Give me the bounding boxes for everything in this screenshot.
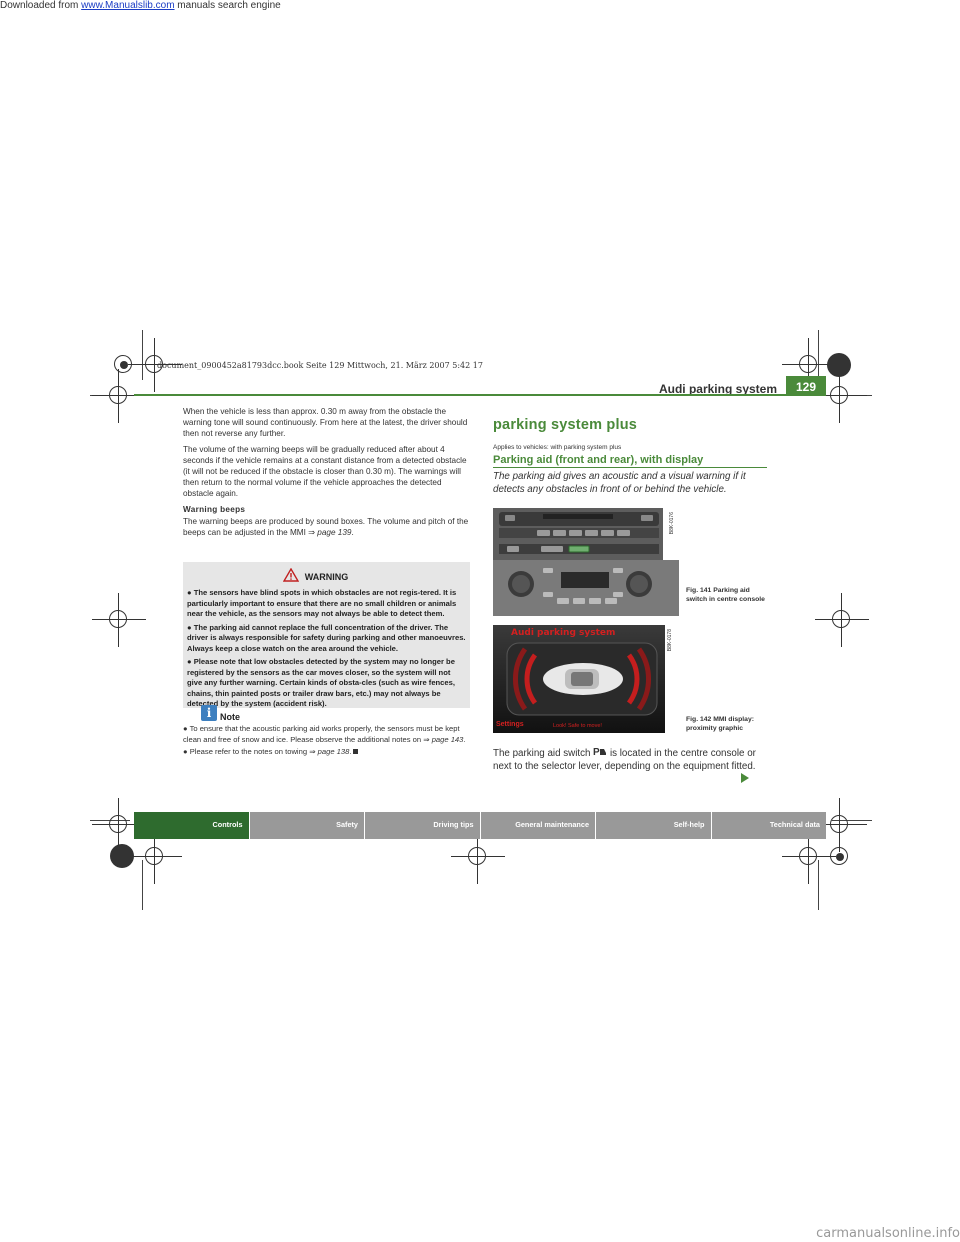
registration-mark-icon (813, 369, 867, 423)
note-title: Note (220, 712, 240, 722)
note-item: ● To ensure that the acoustic parking ai… (183, 724, 466, 744)
note-item-end: . (463, 734, 466, 744)
registration-mark-icon (813, 798, 867, 852)
registration-mark-icon (815, 593, 869, 647)
parking-aid-switch-icon: P (593, 747, 607, 758)
crop-mark (818, 330, 819, 380)
crop-mark (832, 820, 872, 821)
registration-mark-icon (128, 830, 182, 884)
figure-code: B8K-0178 (667, 629, 673, 652)
note-list: ● To ensure that the acoustic parking ai… (183, 724, 473, 760)
crop-mark (818, 860, 819, 910)
crop-mark (142, 860, 143, 910)
registration-mark-icon (92, 593, 146, 647)
section-title: Audi parking system (658, 382, 777, 396)
registration-mark-icon (827, 844, 853, 870)
paragraph-text: The warning beeps are produced by sound … (183, 517, 469, 537)
figure-mmi-display: Audi parking system Settings Look! Safe … (493, 625, 679, 733)
registration-mark-icon (111, 352, 137, 378)
tab-self-help[interactable]: Self-help (596, 812, 712, 839)
banner-suffix: manuals search engine (174, 0, 281, 11)
registration-mark-icon (451, 830, 505, 884)
note-item-text: To ensure that the acoustic parking aid … (183, 724, 460, 744)
mmi-settings-label: Settings (496, 721, 524, 728)
tab-controls[interactable]: Controls (134, 812, 250, 839)
svg-text:P: P (593, 747, 600, 757)
tab-driving-tips[interactable]: Driving tips (365, 812, 481, 839)
mmi-proximity-graphic (493, 625, 679, 733)
applies-to-note: Applies to vehicles: with parking system… (493, 444, 622, 451)
figure-centre-console: B8K-0176 (493, 508, 679, 616)
section-tab-bar: Controls Safety Driving tips General mai… (134, 812, 826, 839)
tab-technical-data[interactable]: Technical data (711, 812, 826, 839)
registration-mark-icon (92, 369, 146, 423)
mmi-status: Look! Safe to move! (553, 723, 602, 729)
warning-list: ● The sensors have blind spots in which … (187, 588, 467, 713)
end-of-section-icon (353, 749, 359, 754)
paragraph: The volume of the warning beeps will be … (183, 445, 467, 498)
tab-general-maintenance[interactable]: General maintenance (480, 812, 596, 839)
left-column: When the vehicle is less than approx. 0.… (183, 406, 469, 543)
centre-console-illustration (493, 508, 679, 616)
body-text-end: is located in the centre console or next… (493, 748, 756, 772)
registration-mark-icon (782, 830, 836, 884)
download-banner: Downloaded from www.Manualslib.com manua… (0, 0, 281, 11)
tab-safety[interactable]: Safety (249, 812, 365, 839)
footer-watermark: carmanualsonline.info (816, 1226, 960, 1241)
continue-arrow-icon (741, 773, 749, 783)
page-number: 129 (786, 376, 826, 396)
warning-item: ● Please note that low obstacles detecte… (187, 657, 455, 708)
note-item: ● Please refer to the notes on towing ⇒ … (183, 747, 473, 758)
subsection-heading: Parking aid (front and rear), with displ… (493, 454, 704, 466)
warning-box: WARNING ● The sensors have blind spots i… (183, 562, 470, 708)
warning-item: ● The sensors have blind spots in which … (187, 588, 457, 618)
registration-mark-icon (92, 798, 146, 852)
body-text-start: The parking aid switch (493, 748, 591, 759)
banner-prefix: Downloaded from (0, 0, 82, 11)
intro-text: The parking aid gives an acoustic and a … (493, 471, 746, 495)
info-icon: i (201, 705, 217, 721)
warning-item-text: Please note that low obstacles detected … (187, 657, 455, 708)
imprint-line: document_0900452a81793dcc.book Seite 129… (157, 361, 483, 370)
page-reference-link[interactable]: ⇒ page 139 (308, 528, 352, 537)
paragraph: When the vehicle is less than approx. 0.… (183, 407, 468, 438)
note-item-end: . (349, 747, 352, 756)
paragraph: The warning beeps are produced by sound … (183, 516, 469, 538)
mmi-title: Audi parking system (511, 628, 616, 638)
note-item-text: Please refer to the notes on towing (189, 747, 308, 756)
figure-caption: Fig. 142 MMI display: proximity graphic (686, 716, 754, 732)
figure-caption: Fig. 141 Parking aid switch in centre co… (686, 587, 765, 603)
crop-mark (142, 330, 143, 380)
figure-code: B8K-0176 (669, 512, 675, 535)
subheading-warning-beeps: Warning beeps (183, 505, 246, 514)
subsection-rule (493, 467, 767, 468)
paragraph-end: . (351, 528, 354, 537)
body-text: The parking aid switch P is located in t… (493, 746, 775, 773)
manualslib-link[interactable]: www.Manualslib.com (81, 0, 175, 11)
section-heading: parking system plus (493, 417, 638, 433)
header-rule (134, 394, 826, 396)
warning-item: ● The parking aid cannot replace the ful… (187, 622, 466, 653)
warning-item-text: The sensors have blind spots in which ob… (187, 588, 457, 618)
page-reference-link[interactable]: ⇒ page 138 (309, 747, 350, 756)
warning-triangle-icon (283, 568, 299, 582)
registration-mark-icon (128, 338, 182, 392)
warning-title: WARNING (304, 572, 349, 582)
page-reference-link[interactable]: ⇒ page 143 (423, 734, 464, 744)
registration-mark-icon (782, 338, 836, 392)
warning-item-text: The parking aid cannot replace the full … (187, 622, 466, 653)
